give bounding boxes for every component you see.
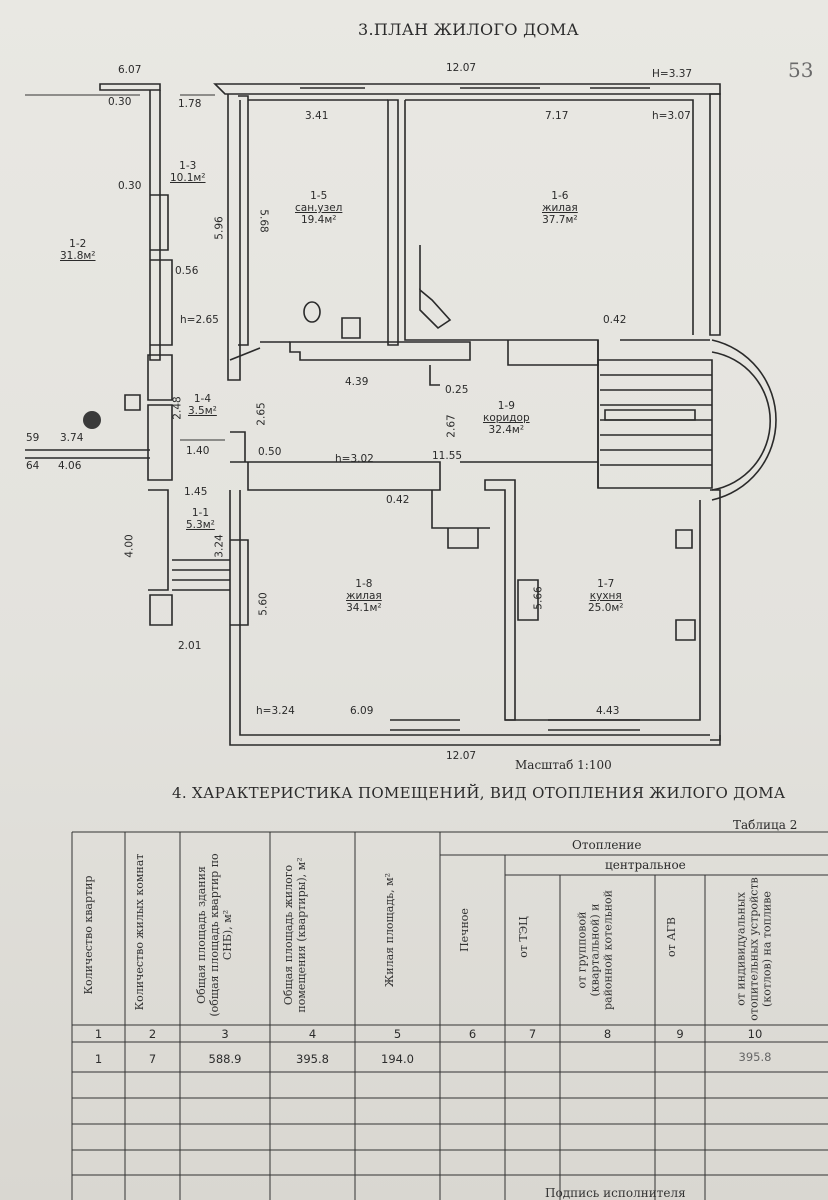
room-area: 32.4м² (488, 424, 525, 436)
dim-top-left: 6.07 (118, 64, 142, 76)
header-c1: Количество квартир (82, 875, 95, 995)
room-area: 25.0м² (588, 602, 624, 614)
dim-h265: h=2.65 (180, 314, 219, 326)
table-cell: 395.8 (296, 1052, 329, 1066)
room-area: 37.7м² (542, 214, 578, 226)
room-1-1: 1-1 5.3м² (186, 507, 215, 531)
dim-025: 0.25 (445, 384, 469, 396)
dim-056: 0.56 (175, 265, 199, 277)
dim-59: 59 (26, 432, 40, 444)
room-1-9: 1-9 коридор 32.4м² (483, 400, 530, 436)
room-number: 1-4 (193, 393, 211, 405)
header-c6: Печное (458, 908, 471, 952)
room-1-4: 1-4 3.5м² (188, 393, 217, 417)
header-c5: Жилая площадь, м² (383, 872, 396, 988)
dim-140: 1.40 (186, 445, 210, 457)
header-c9: от АГВ (665, 917, 678, 957)
room-area: 5.3м² (186, 519, 215, 531)
dim-374: 3.74 (60, 432, 84, 444)
table-cell: 1 (94, 1052, 103, 1066)
room-name: кухня (589, 590, 622, 602)
room-number: 1-5 (310, 190, 328, 202)
dim-1155: 11.55 (432, 450, 463, 462)
dim-439: 4.39 (345, 376, 369, 388)
signature-label: Подпись исполнителя (545, 1186, 686, 1200)
room-number: 1-2 (69, 238, 87, 250)
room-name: жилая (346, 590, 382, 602)
dim-042b: 0.42 (386, 494, 410, 506)
col-number: 8 (603, 1027, 612, 1041)
table-label: Таблица 2 (733, 818, 798, 832)
dim-050: 0.50 (258, 446, 282, 458)
header-c10: от индивидуальных отопительных устройств… (734, 877, 774, 1021)
plan-scale: Масштаб 1:100 (515, 758, 612, 772)
dim-h-height-top: h=3.07 (652, 110, 691, 122)
room-area: 19.4м² (300, 214, 337, 226)
dim-64: 64 (26, 460, 40, 472)
col-number: 6 (468, 1027, 477, 1041)
dim-406: 4.06 (58, 460, 82, 472)
header-central: центральное (605, 858, 686, 872)
room-number: 1-6 (551, 190, 569, 202)
header-c2: Количество жилых комнат (133, 853, 146, 1011)
room-number: 1-1 (191, 507, 209, 519)
dim-h302: h=3.02 (335, 453, 374, 465)
dim-609: 6.09 (350, 705, 374, 717)
room-number: 1-8 (355, 578, 373, 590)
room-1-6: 1-6 жилая 37.7м² (542, 190, 578, 226)
room-1-7: 1-7 кухня 25.0м² (588, 578, 624, 614)
dim-h324: h=3.24 (256, 705, 295, 717)
room-1-2: 1-2 31.8м² (60, 238, 96, 262)
header-c7: от ТЭЦ (517, 916, 530, 958)
room-1-5: 1-5 сан.узел 19.4м² (295, 190, 342, 226)
dim-bottom-total: 12.07 (446, 750, 477, 762)
col-number: 7 (528, 1027, 537, 1041)
dim-178: 1.78 (178, 98, 202, 110)
table-cell: 395.8 (738, 1050, 772, 1064)
col-number: 9 (676, 1027, 684, 1041)
header-c3: Общая площадь здания (общая площадь квар… (195, 853, 234, 1017)
col-number: 1 (94, 1027, 103, 1041)
header-heating: Отопление (572, 838, 642, 852)
col-number: 3 (221, 1027, 229, 1041)
room-number: 1-7 (597, 578, 615, 590)
table-cell: 588.9 (208, 1052, 242, 1066)
room-1-3: 1-3 10.1м² (170, 160, 206, 184)
dim-030a: 0.30 (108, 96, 132, 108)
room-name: коридор (483, 412, 530, 424)
room-area: 3.5м² (188, 405, 217, 417)
room-number: 1-3 (179, 160, 197, 172)
col-number: 2 (148, 1027, 157, 1041)
plan-title: 3.ПЛАН ЖИЛОГО ДОМА (358, 20, 579, 39)
dim-145: 1.45 (184, 486, 208, 498)
section-title: 4. ХАРАКТЕРИСТИКА ПОМЕЩЕНИЙ, ВИД ОТОПЛЕН… (172, 784, 786, 802)
table-cell: 7 (148, 1052, 157, 1066)
room-area: 10.1м² (170, 172, 206, 184)
dim-201: 2.01 (178, 640, 202, 652)
room-name: сан.узел (295, 202, 343, 214)
room-number: 1-9 (497, 400, 515, 412)
dim-030b: 0.30 (118, 180, 142, 192)
dim-341: 3.41 (305, 110, 329, 122)
dim-717: 7.17 (545, 110, 569, 122)
room-1-8: 1-8 жилая 34.1м² (346, 578, 382, 614)
header-c8: от групповой (квартальной) и районной ко… (575, 889, 615, 1011)
col-number: 5 (393, 1027, 402, 1041)
room-area: 34.1м² (346, 602, 382, 614)
table-cell: 194.0 (381, 1052, 414, 1066)
header-c4: Общая площадь жилого помещения (квартиры… (282, 857, 308, 1013)
dim-H-height: H=3.37 (652, 68, 693, 80)
col-number: 4 (308, 1027, 317, 1041)
room-area: 31.8м² (60, 250, 96, 262)
room-name: жилая (542, 202, 578, 214)
dim-top-total: 12.07 (446, 62, 477, 74)
col-number: 10 (747, 1027, 763, 1041)
dim-443: 4.43 (596, 705, 620, 717)
corner-mark: 53 (788, 58, 814, 82)
dim-042a: 0.42 (603, 314, 627, 326)
